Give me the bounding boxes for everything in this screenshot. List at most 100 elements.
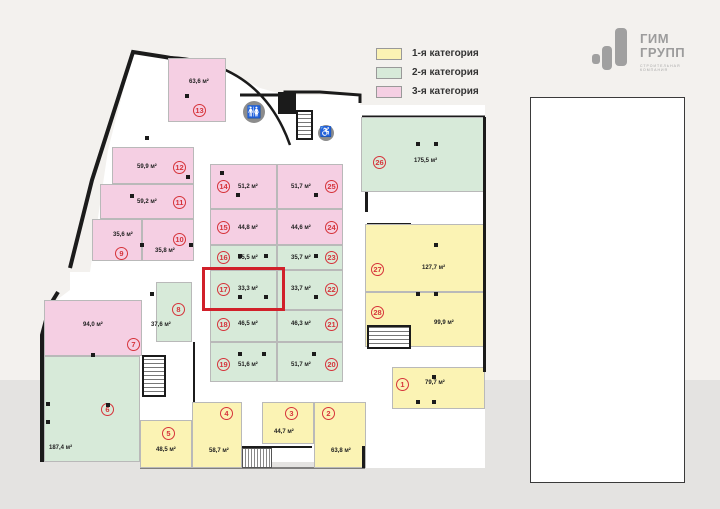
wall [242, 446, 312, 448]
unit-23[interactable]: 35,7 м² 23 [277, 245, 343, 270]
swatch-category-3 [376, 85, 402, 98]
unit-20[interactable]: 51,7 м² 20 [277, 342, 343, 382]
accessible-icon: ♿ [318, 125, 334, 141]
unit-area: 99,9 м² [434, 320, 454, 326]
unit-number: 2 [322, 407, 335, 420]
unit-number: 28 [371, 306, 384, 319]
unit-7[interactable]: 94,0 м² 7 [44, 300, 142, 356]
legend-label: 1-я категория [412, 48, 479, 59]
unit-12[interactable]: 59,9 м² 12 [112, 147, 194, 184]
unit-area: 44,7 м² [274, 429, 294, 435]
unit-number: 14 [217, 180, 230, 193]
logo-line-2: ГРУПП [640, 45, 686, 60]
unit-number: 8 [172, 303, 185, 316]
column-marker [238, 295, 242, 299]
unit-2[interactable]: 63,8 м² 2 [314, 402, 366, 468]
unit-number: 24 [325, 221, 338, 234]
unit-area: 51,7 м² [291, 184, 311, 190]
unit-area: 35,6 м² [113, 232, 133, 238]
column-marker [434, 243, 438, 247]
column-marker [432, 400, 436, 404]
unit-24[interactable]: 44,6 м² 24 [277, 209, 343, 245]
column-marker [150, 292, 154, 296]
logo-bars-icon [592, 28, 627, 70]
unit-22[interactable]: 33,7 м² 22 [277, 270, 343, 310]
unit-area: 33,7 м² [291, 286, 311, 292]
unit-17[interactable]: 33,3 м² 17 [210, 270, 277, 310]
unit-9[interactable]: 35,6 м² 9 [92, 219, 142, 261]
legend-item-category-2: 2-я категория [376, 63, 479, 82]
unit-number: 9 [115, 247, 128, 260]
unit-27[interactable]: 127,7 м² 27 [365, 224, 485, 292]
logo-sub-2: КОМПАНИЯ [640, 68, 669, 72]
staircase [296, 110, 313, 140]
exterior-wall [483, 117, 486, 372]
wall [365, 192, 368, 212]
unit-area: 63,6 м² [189, 79, 209, 85]
wall [193, 342, 195, 402]
legend: 1-я категория 2-я категория 3-я категори… [376, 44, 479, 101]
unit-area: 51,2 м² [238, 184, 258, 190]
unit-area: 46,5 м² [238, 321, 258, 327]
unit-area: 37,6 м² [151, 322, 171, 328]
column-marker [145, 136, 149, 140]
staircase [142, 355, 166, 397]
legend-label: 2-я категория [412, 67, 479, 78]
unit-area: 35,5 м² [238, 255, 258, 261]
unit-number: 3 [285, 407, 298, 420]
unit-area: 59,9 м² [137, 164, 157, 170]
unit-number: 10 [173, 233, 186, 246]
unit-8[interactable]: 37,6 м² 8 [151, 282, 192, 342]
column-marker [314, 193, 318, 197]
unit-6[interactable]: 187,4 м² 6 [44, 356, 140, 462]
column-marker [264, 295, 268, 299]
unit-21[interactable]: 46,3 м² 21 [277, 310, 343, 342]
column-marker [238, 352, 242, 356]
unit-13[interactable]: 63,6 м² 13 [168, 58, 226, 122]
unit-area: 59,2 м² [137, 199, 157, 205]
unit-area: 79,7 м² [425, 380, 445, 386]
unit-5[interactable]: 48,5 м² 5 [140, 420, 192, 468]
legend-item-category-3: 3-я категория [376, 82, 479, 101]
unit-4[interactable]: 58,7 м² 4 [192, 402, 242, 468]
unit-10[interactable]: 35,8 м² 10 [142, 219, 194, 261]
unit-18[interactable]: 46,5 м² 18 [210, 310, 277, 342]
column-marker [264, 254, 268, 258]
column-marker [185, 94, 189, 98]
unit-area: 51,7 м² [291, 362, 311, 368]
unit-25[interactable]: 51,7 м² 25 [277, 164, 343, 209]
legend-label: 3-я категория [412, 86, 479, 97]
unit-number: 16 [217, 251, 230, 264]
unit-15[interactable]: 44,8 м² 15 [210, 209, 277, 245]
unit-area: 44,6 м² [291, 225, 311, 231]
unit-1[interactable]: 79,7 м² 1 [392, 367, 485, 409]
unit-19[interactable]: 51,6 м² 19 [210, 342, 277, 382]
unit-3[interactable]: 44,7 м² 3 [262, 402, 314, 444]
unit-area: 35,8 м² [155, 248, 175, 254]
unit-number: 23 [325, 251, 338, 264]
unit-number: 17 [217, 283, 230, 296]
column-marker [416, 142, 420, 146]
unit-area: 44,8 м² [238, 225, 258, 231]
column-marker [189, 243, 193, 247]
unit-number: 21 [325, 318, 338, 331]
column-marker [140, 243, 144, 247]
column-marker [186, 175, 190, 179]
unit-number: 27 [371, 263, 384, 276]
swatch-category-2 [376, 66, 402, 79]
unit-number: 13 [193, 104, 206, 117]
swatch-category-1 [376, 47, 402, 60]
unit-area: 94,0 м² [83, 322, 103, 328]
column-marker [434, 292, 438, 296]
staircase [242, 448, 272, 468]
column-marker [416, 292, 420, 296]
unit-26[interactable]: 175,5 м² 26 [361, 117, 485, 192]
column-marker [91, 353, 95, 357]
unit-number: 20 [325, 358, 338, 371]
wall [362, 446, 365, 468]
logo-subtitle: СТРОИТЕЛЬНАЯ КОМПАНИЯ [640, 64, 681, 72]
unit-11[interactable]: 59,2 м² 11 [100, 184, 194, 219]
unit-14[interactable]: 51,2 м² 14 [210, 164, 277, 209]
column-marker [312, 352, 316, 356]
unit-area: 58,7 м² [209, 448, 229, 454]
